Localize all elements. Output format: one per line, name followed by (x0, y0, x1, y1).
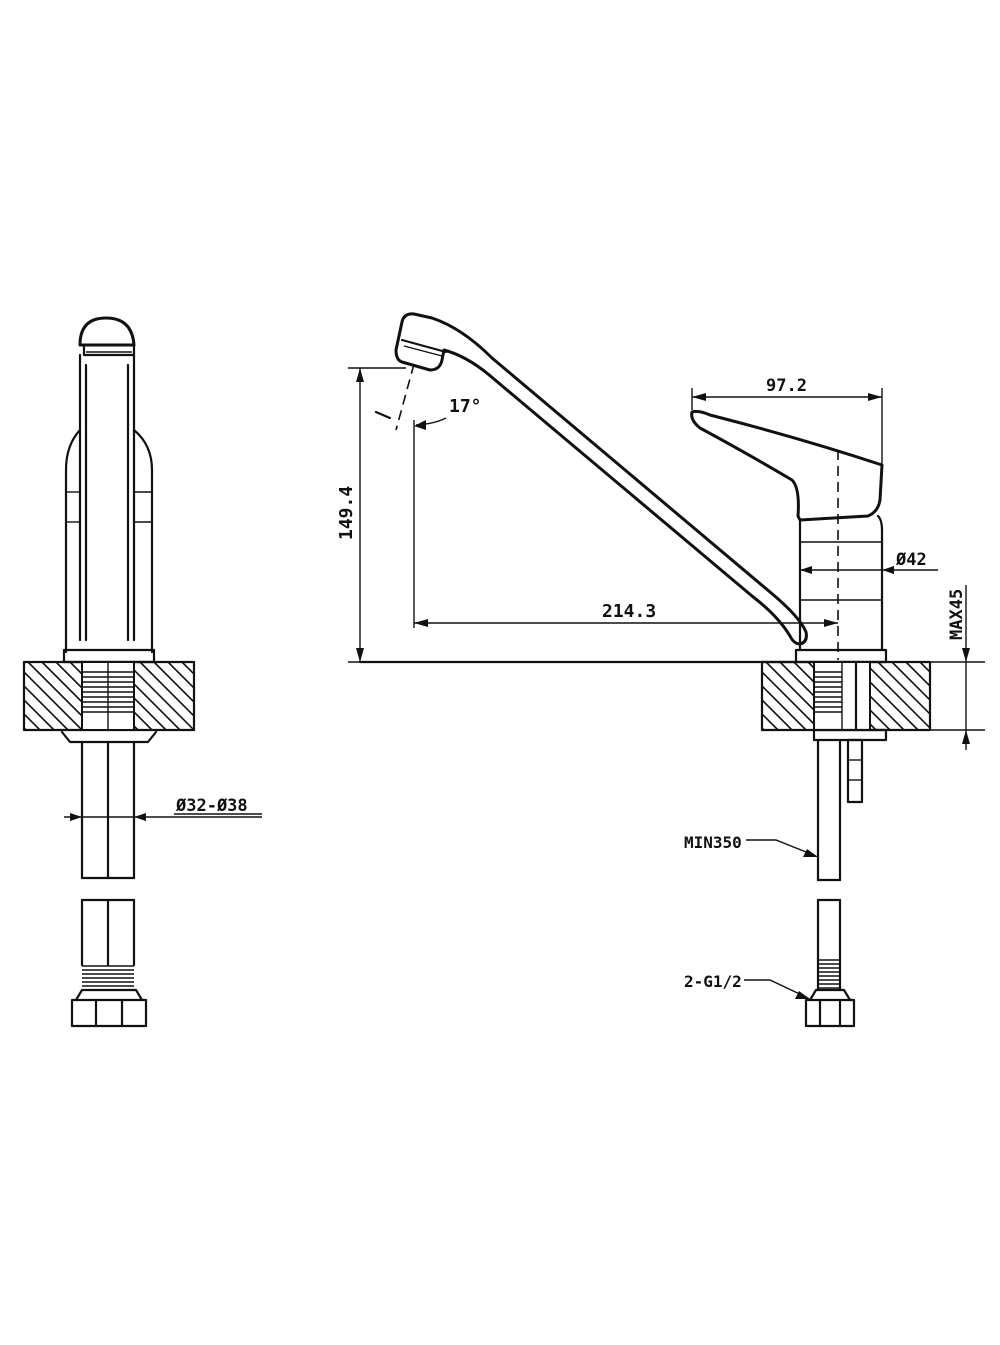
side-view: 17° 149.4 214.3 97.2 (336, 312, 1000, 1028)
hatch-line (976, 662, 1000, 730)
hatch-line (0, 662, 12, 730)
side-hose (816, 738, 842, 992)
hole-diameter-label: Ø32-Ø38 (175, 796, 248, 816)
hatch-line (990, 662, 1000, 730)
hatch-line (762, 698, 793, 730)
hatch-line (682, 662, 750, 730)
hatch-line (210, 662, 278, 730)
height-label: 149.4 (336, 486, 357, 540)
hatch-line (962, 662, 1000, 730)
front-hoses (80, 740, 136, 991)
side-handle (690, 409, 884, 522)
hatch-line (762, 684, 807, 730)
hatch-line (167, 662, 194, 690)
side-stud (846, 738, 864, 804)
connection-label: 2-G1/2 (684, 972, 742, 991)
hatch-line (934, 662, 1000, 730)
front-view: Ø32-Ø38 (0, 316, 334, 1028)
hatch-line (905, 662, 930, 688)
reach-dimension: 214.3 (413, 420, 838, 628)
hatch-line (24, 670, 83, 730)
front-body (64, 428, 154, 654)
spout-angle-label: 17° (449, 396, 482, 417)
front-spout-head (78, 316, 136, 347)
side-hex-nut (804, 988, 856, 1028)
body-diameter-dimension: Ø42 (800, 550, 938, 574)
hatch-line (24, 698, 55, 730)
front-deck (0, 660, 334, 732)
hatch-line (153, 662, 194, 704)
front-base (62, 648, 156, 664)
hatch-line (252, 662, 320, 730)
body-diameter-label: Ø42 (895, 550, 927, 570)
front-spout-column (78, 353, 136, 642)
hatch-line (762, 712, 779, 730)
hatch-line (24, 712, 41, 730)
hatch-line (762, 726, 765, 730)
hatch-line (24, 684, 69, 730)
deck-thickness-label: MAX45 (947, 589, 967, 640)
hatch-line (181, 662, 194, 676)
front-hex-nuts (70, 988, 148, 1028)
hose-length-label: MIN350 (684, 833, 742, 852)
spout-angle-dimension: 17° (374, 363, 482, 431)
handle-length-label: 97.2 (766, 376, 807, 396)
connection-callout: 2-G1/2 (684, 972, 810, 999)
side-base (794, 648, 888, 664)
deck-thickness-dimension: MAX45 (930, 585, 985, 750)
hatch-line (224, 662, 292, 730)
hatch-line (762, 670, 821, 730)
hatch-line (948, 662, 1000, 730)
side-inlet-connector (814, 660, 858, 732)
front-inlet-connectors (82, 662, 134, 730)
side-body (798, 514, 884, 652)
hose-length-callout: MIN350 (684, 833, 818, 857)
side-spout (394, 312, 808, 646)
hatch-line (125, 662, 194, 730)
hatch-line (196, 662, 264, 730)
hatch-line (891, 662, 930, 702)
hatch-line (238, 662, 306, 730)
reach-label: 214.3 (602, 601, 656, 622)
hatch-line (24, 726, 27, 730)
front-aerator (82, 343, 136, 357)
hatch-line (266, 662, 334, 730)
hatch-line (863, 662, 930, 730)
hatch-line (877, 662, 930, 716)
hole-diameter-dimension: Ø32-Ø38 (64, 796, 262, 821)
hatch-line (139, 662, 194, 718)
handle-length-dimension: 97.2 (691, 376, 883, 465)
